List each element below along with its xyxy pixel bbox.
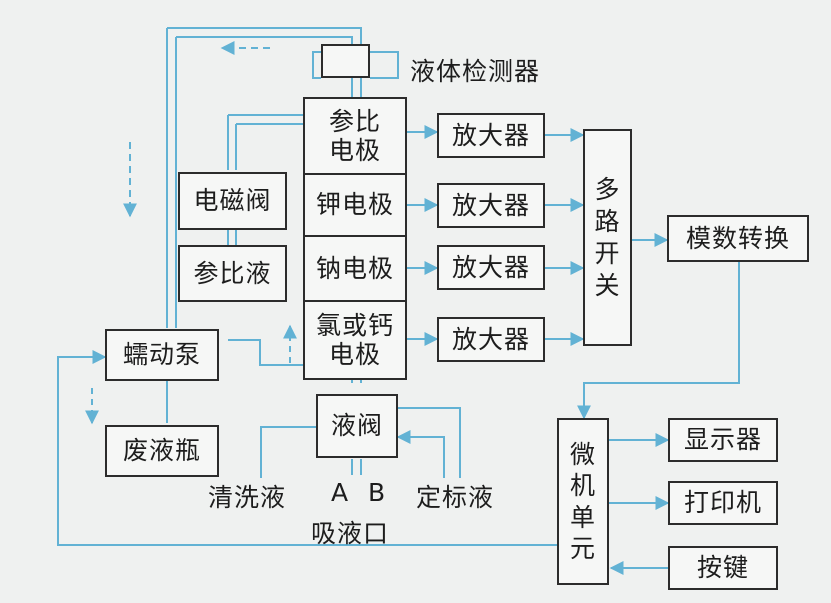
liquid-valve-label: 液阀 [330, 411, 383, 441]
amplifier-3: 放大器 [437, 245, 545, 290]
amplifier-2-label: 放大器 [451, 190, 530, 220]
peristaltic-pump: 蠕动泵 [105, 329, 219, 381]
adc-label: 模数转换 [685, 223, 790, 253]
arrow-mcu-pump [57, 350, 557, 546]
multiplexer-switch-label: 多 路 开 关 [594, 174, 621, 300]
peristaltic-pump-label: 蠕动泵 [122, 340, 201, 370]
sodium-electrode: 钠电极 [303, 235, 407, 302]
solenoid-valve: 电磁阀 [178, 172, 287, 230]
keypad-unit: 按键 [668, 546, 778, 590]
printer-label: 打印机 [683, 488, 762, 518]
tube-electrode-to-pump [228, 339, 305, 366]
microcomputer-unit-label: 微 机 单 元 [569, 440, 596, 563]
reference-electrode-label: 参比 电极 [328, 106, 381, 166]
display-unit: 显示器 [668, 418, 778, 462]
reference-solution: 参比液 [178, 245, 287, 302]
multiplexer-switch: 多 路 开 关 [583, 129, 632, 346]
reference-electrode: 参比 电极 [303, 97, 407, 175]
amplifier-4-label: 放大器 [451, 324, 530, 354]
waste-bottle: 废液瓶 [105, 425, 219, 477]
sodium-electrode-label: 钠电极 [315, 253, 394, 283]
waste-bottle-label: 废液瓶 [122, 436, 201, 466]
detector-link-left [312, 51, 321, 79]
tube-wash-in [260, 426, 318, 478]
tube-calib-in-2 [396, 430, 445, 478]
chloride-calcium-electrode-label: 氯或钙 电极 [315, 310, 394, 370]
detector-link-right [370, 51, 399, 79]
wash-solution-label: 清洗液 [208, 483, 287, 512]
potassium-electrode-label: 钾电极 [315, 190, 394, 220]
liquid-detector-label: 液体检测器 [410, 57, 541, 86]
calibration-solution-label: 定标液 [416, 483, 495, 512]
port-a-label: A [331, 478, 350, 507]
amplifier-1-label: 放大器 [451, 120, 530, 150]
sample-inlet-label: 吸液口 [311, 519, 390, 548]
tube-calib-in [398, 407, 461, 478]
potassium-electrode: 钾电极 [303, 173, 407, 237]
analog-digital-converter: 模数转换 [667, 215, 809, 262]
amplifier-3-label: 放大器 [451, 252, 530, 282]
liquid-detector-sensor [321, 44, 370, 78]
chloride-calcium-electrode: 氯或钙 电极 [303, 300, 407, 380]
keypad-label: 按键 [696, 553, 749, 583]
liquid-valve: 液阀 [316, 394, 398, 458]
solenoid-valve-label: 电磁阀 [193, 186, 272, 216]
port-b-label: B [368, 478, 387, 507]
microcomputer-unit: 微 机 单 元 [557, 418, 609, 585]
amplifier-1: 放大器 [437, 113, 545, 158]
arrow-adc-mcu [577, 262, 740, 420]
display-label: 显示器 [683, 425, 762, 455]
reference-solution-label: 参比液 [193, 258, 272, 288]
amplifier-2: 放大器 [437, 183, 545, 228]
printer-unit: 打印机 [668, 481, 778, 525]
amplifier-4: 放大器 [437, 317, 545, 362]
